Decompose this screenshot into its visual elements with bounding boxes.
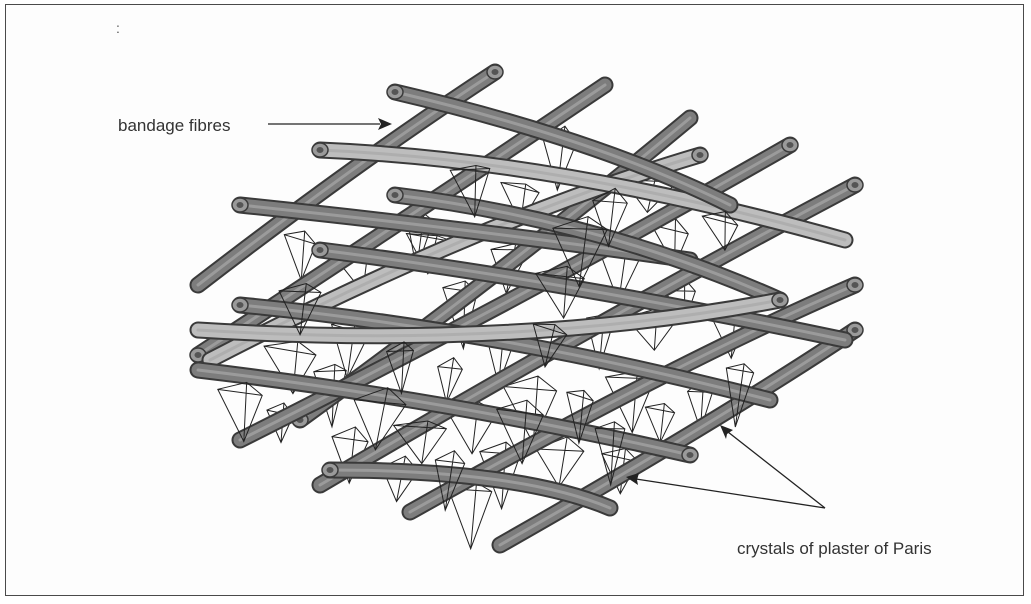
bandage-fibres-group [190, 65, 863, 545]
fibres-arrowhead [378, 118, 392, 130]
crystals-label: crystals of plaster of Paris [737, 539, 932, 559]
crystals-arrowhead-right [720, 425, 733, 439]
crystals-pointer-line-right [728, 432, 825, 508]
crystals-pointer-line-left [636, 479, 825, 508]
bandage-fibres-label: bandage fibres [118, 116, 230, 136]
